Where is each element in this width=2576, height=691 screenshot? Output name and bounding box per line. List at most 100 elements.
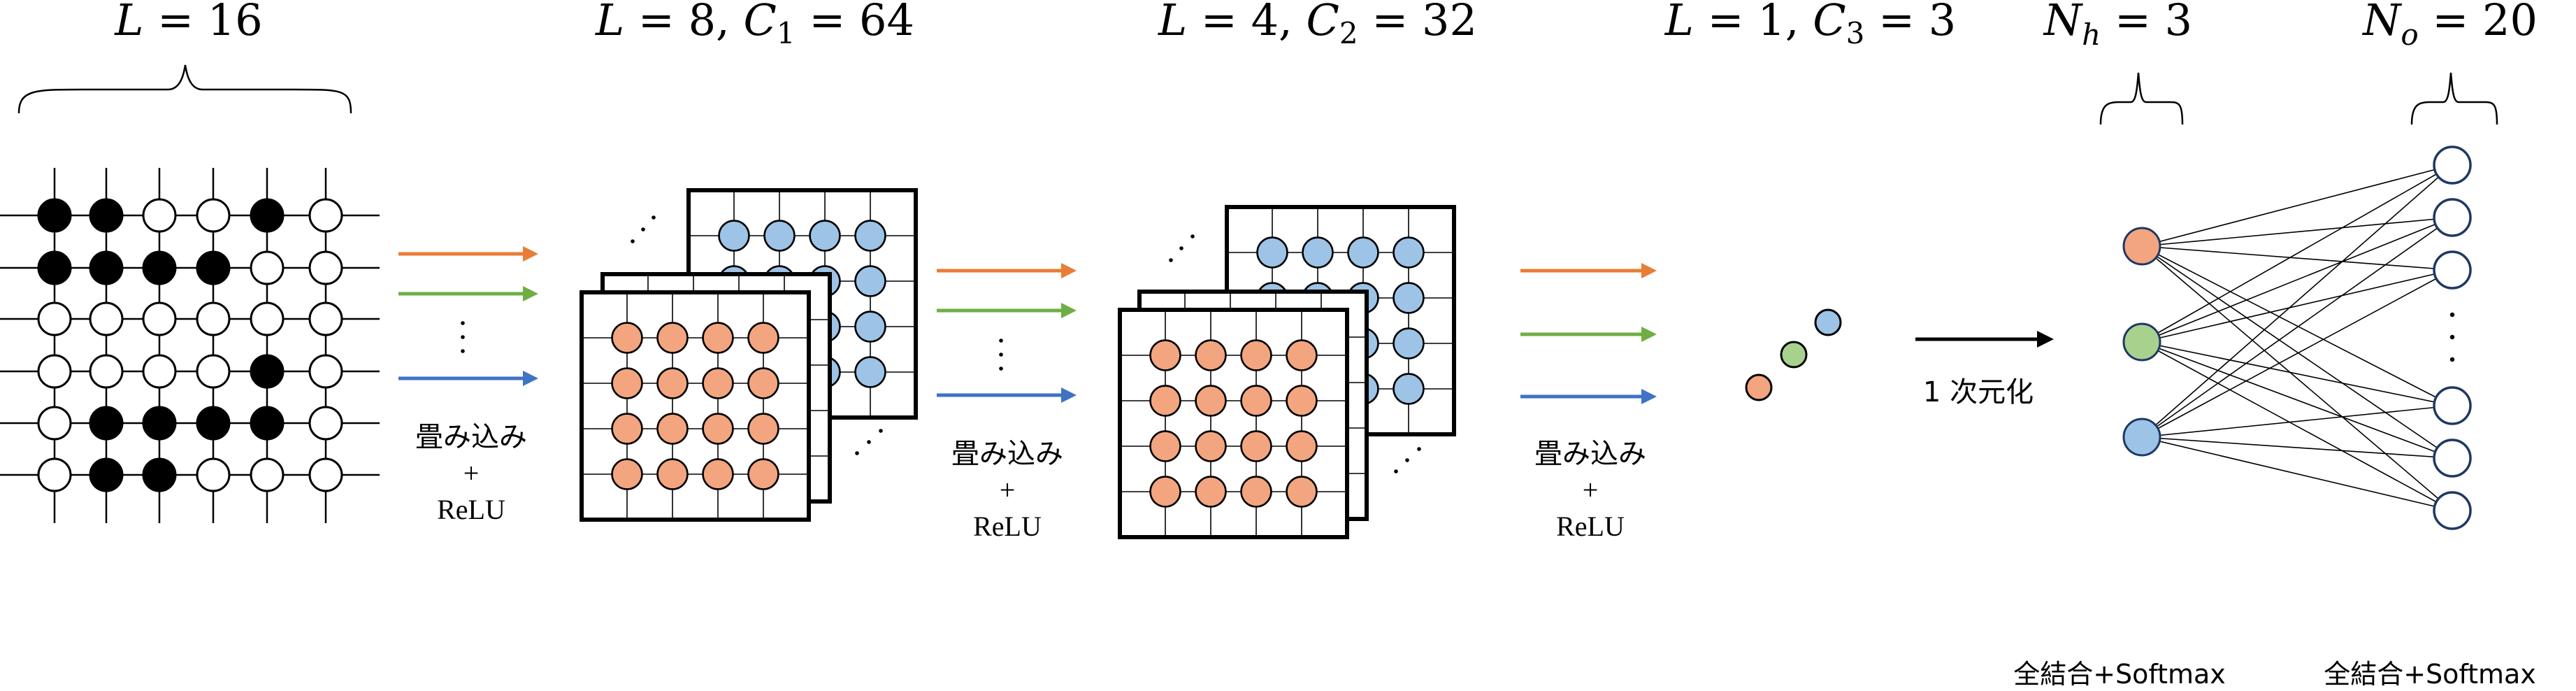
fc-edge bbox=[2141, 405, 2453, 438]
arrowhead-green-1 bbox=[523, 286, 538, 301]
conv3-green-node bbox=[1780, 341, 1808, 369]
conv1-front-map-unit bbox=[702, 322, 734, 354]
black-stone bbox=[250, 198, 285, 233]
white-stone bbox=[308, 457, 343, 492]
white-stone bbox=[196, 301, 231, 336]
white-stone bbox=[250, 457, 285, 492]
conv1-front-map-unit bbox=[702, 367, 734, 399]
black-stone bbox=[37, 250, 72, 285]
conv2-front-map-unit bbox=[1149, 476, 1181, 508]
flatten-arrowhead bbox=[2037, 331, 2054, 348]
conv1-front-map-unit bbox=[747, 413, 779, 445]
conv2-front-map-unit bbox=[1240, 430, 1272, 462]
brace-output bbox=[2410, 72, 2498, 125]
conv-plus-3: + bbox=[1583, 474, 1599, 506]
conv1-back-map-unit bbox=[718, 220, 750, 252]
fc-edge bbox=[2141, 245, 2453, 511]
conv2-front-map-unit bbox=[1195, 430, 1227, 462]
header-conv2: L = 4, C2 = 32 bbox=[1158, 0, 1477, 50]
fully-connected-layers bbox=[2122, 145, 2472, 530]
conv2-front-map-unit bbox=[1286, 430, 1318, 462]
fc-edge bbox=[2141, 341, 2453, 459]
arrowhead-green-2 bbox=[1061, 303, 1077, 318]
conv-relu-2: ReLU bbox=[973, 511, 1042, 542]
white-stone bbox=[196, 354, 231, 389]
conv1-front-map-frame bbox=[580, 290, 811, 522]
fc-edge bbox=[2141, 217, 2453, 247]
conv2-back-map-unit bbox=[1256, 236, 1288, 269]
conv2-back-map-unit bbox=[1302, 236, 1334, 269]
white-stone bbox=[89, 354, 124, 389]
white-stone bbox=[196, 457, 231, 492]
fc-edge bbox=[2141, 436, 2453, 511]
conv1-back-map-unit bbox=[854, 220, 886, 252]
conv-relu-1: ReLU bbox=[437, 494, 505, 525]
black-stone bbox=[142, 457, 177, 492]
conv2-back-map-unit bbox=[1393, 327, 1425, 359]
fc-edge bbox=[2141, 269, 2453, 438]
white-stone bbox=[196, 198, 231, 233]
fc-edge bbox=[2141, 245, 2453, 406]
fc-edge bbox=[2141, 217, 2453, 343]
brace-hidden bbox=[2099, 72, 2184, 125]
header-input-var: L bbox=[114, 0, 143, 45]
black-stone bbox=[142, 406, 177, 441]
conv1-front-map-unit bbox=[611, 413, 643, 445]
header-conv3: L = 1, C3 = 3 bbox=[1664, 0, 1956, 50]
conv-plus-1: + bbox=[463, 457, 480, 489]
arrowhead-blue-3 bbox=[1641, 389, 1657, 404]
conv2-front-map-unit bbox=[1195, 385, 1227, 417]
white-stone bbox=[37, 354, 72, 389]
output-node bbox=[2433, 491, 2472, 530]
fc-edge bbox=[2141, 436, 2453, 459]
conv1-front-map-unit bbox=[656, 322, 689, 354]
conv2-front-map-unit bbox=[1286, 339, 1318, 371]
white-stone bbox=[250, 250, 285, 285]
flatten-label: 1 次元化 bbox=[1923, 376, 2034, 408]
conv2-back-map-unit bbox=[1393, 236, 1425, 269]
conv1-back-map-unit bbox=[763, 220, 796, 252]
conv2-front-map-unit bbox=[1240, 339, 1272, 371]
conv2-front-map-unit bbox=[1286, 476, 1318, 508]
flatten-arrow-group: 1 次元化 bbox=[1915, 331, 2054, 408]
white-stone bbox=[308, 250, 343, 285]
arrowhead-orange-3 bbox=[1641, 263, 1657, 278]
black-stone bbox=[250, 406, 285, 441]
header-output: No = 20 bbox=[2361, 0, 2538, 52]
white-stone bbox=[142, 301, 177, 336]
conv2-front-map-unit bbox=[1195, 476, 1227, 508]
output-node bbox=[2433, 198, 2472, 237]
fc-edge bbox=[2141, 164, 2453, 343]
black-stone bbox=[89, 406, 124, 441]
arrowhead-orange-1 bbox=[523, 246, 538, 262]
conv1-back-map-unit bbox=[854, 356, 886, 388]
white-stone bbox=[308, 198, 343, 233]
conv2-front-map-unit bbox=[1240, 385, 1272, 417]
fc-hidden-label: 全結合+Softmax bbox=[2013, 659, 2226, 690]
conv1-front-map-unit bbox=[656, 367, 689, 399]
conv2-front-map-unit bbox=[1149, 339, 1181, 371]
conv-plus-2: + bbox=[1000, 474, 1016, 506]
white-stone bbox=[37, 457, 72, 492]
conv1-front-map-unit bbox=[747, 322, 779, 354]
fc-edge bbox=[2141, 341, 2453, 406]
hidden-node bbox=[2122, 227, 2161, 266]
conv1-back-map-unit bbox=[809, 220, 841, 252]
conv2-front-map-unit bbox=[1149, 385, 1181, 417]
arrowhead-orange-2 bbox=[1061, 263, 1077, 278]
white-stone bbox=[142, 354, 177, 389]
conv2-front-map-frame bbox=[1118, 308, 1349, 539]
arrows-group-1: 畳み込み + ReLU bbox=[398, 246, 538, 525]
arrowhead-blue-1 bbox=[523, 371, 538, 386]
conv3-orange-node bbox=[1745, 373, 1773, 401]
arrowhead-blue-2 bbox=[1061, 387, 1077, 403]
conv3-blue-node bbox=[1814, 308, 1842, 336]
white-stone bbox=[89, 301, 124, 336]
fc-edge bbox=[2141, 164, 2453, 438]
conv1-front-map-unit bbox=[702, 413, 734, 445]
white-stone bbox=[308, 301, 343, 336]
black-stone bbox=[196, 406, 231, 441]
fc-edge bbox=[2141, 245, 2453, 271]
header-input-value: 16 bbox=[208, 0, 263, 45]
